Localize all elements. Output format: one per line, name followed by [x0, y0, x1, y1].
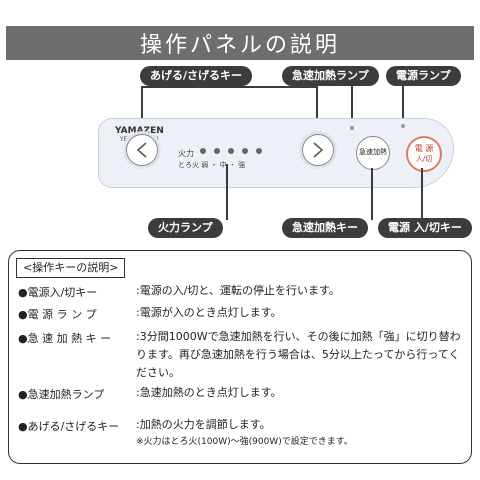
connector-line	[226, 164, 228, 220]
connector-line	[316, 86, 318, 130]
boost-key-label: 急速加熱	[359, 148, 387, 157]
power-lamp-indicator	[401, 124, 405, 128]
description-heading: <操作キーの説明>	[16, 258, 126, 278]
heat-level-scale: とろ火 弱 ・ 中 ・ 強	[178, 161, 246, 169]
connector-line	[402, 86, 404, 126]
heat-label: 火力	[178, 149, 194, 158]
heat-level-lamps	[200, 148, 262, 154]
boost-key-button[interactable]: 急速加熱	[356, 136, 390, 170]
chevron-left-icon	[136, 142, 147, 158]
power-key-label-line2: 入/切	[415, 154, 433, 163]
label-boost-key: 急速加熱キー	[282, 218, 368, 238]
text-power-key: :電源の入/切と、運転の停止を行います。	[136, 284, 340, 297]
heat-lamp-dot	[242, 148, 248, 154]
text-boost-lamp: :急速加熱のとき点灯します。	[136, 386, 282, 399]
label-power-lamp: 電源ランプ	[386, 66, 461, 86]
connector-line	[371, 168, 373, 220]
page-title: 操作パネルの説明	[6, 26, 474, 60]
heat-lamp-dot	[256, 148, 262, 154]
term-boost-key: ●急 速 加 熱 キ ー	[18, 332, 112, 345]
heat-range-note: ※火力はとろ火(100W)～強(900W)で設定できます。	[136, 437, 353, 447]
term-power-key: ●電源入/切キー	[18, 286, 98, 299]
heat-lamp-dot	[228, 148, 234, 154]
text-up-down-key: :加熱の火力を調節します。	[136, 418, 271, 431]
connector-line	[351, 86, 353, 128]
label-boost-lamp: 急速加熱ランプ	[282, 66, 379, 86]
connector-line	[141, 86, 143, 130]
description-box	[8, 250, 472, 464]
label-heat-lamp: 火力ランプ	[148, 218, 223, 238]
connector-line	[141, 86, 317, 88]
power-key-label-line1: 電 源	[414, 144, 434, 154]
heat-lamp-dot	[200, 148, 206, 154]
chevron-right-icon	[313, 142, 324, 158]
connector-line	[421, 168, 423, 220]
text-boost-key: :3分間1000Wで急速加熱を行い、その後に加熱「強」に切り替わります。再び急速…	[136, 330, 461, 379]
label-up-down-key: あげる/さげるキー	[140, 66, 253, 86]
term-boost-lamp: ●急速加熱ランプ	[18, 388, 105, 401]
power-key-button[interactable]: 電 源 入/切	[406, 136, 442, 172]
text-power-lamp: :電源が入のとき点灯します。	[136, 306, 282, 319]
heat-lamp-dot	[214, 148, 220, 154]
brand-logo: YAMAZEN	[115, 126, 164, 136]
up-arrow-button[interactable]	[302, 134, 334, 166]
term-up-down-key: ●あげる/さげるキー	[18, 420, 120, 433]
boost-lamp-indicator	[350, 126, 354, 130]
down-arrow-button[interactable]	[126, 134, 158, 166]
label-power-key: 電源 入/切キー	[378, 218, 472, 238]
term-power-lamp: ●電 源 ラ ン プ	[18, 308, 97, 321]
